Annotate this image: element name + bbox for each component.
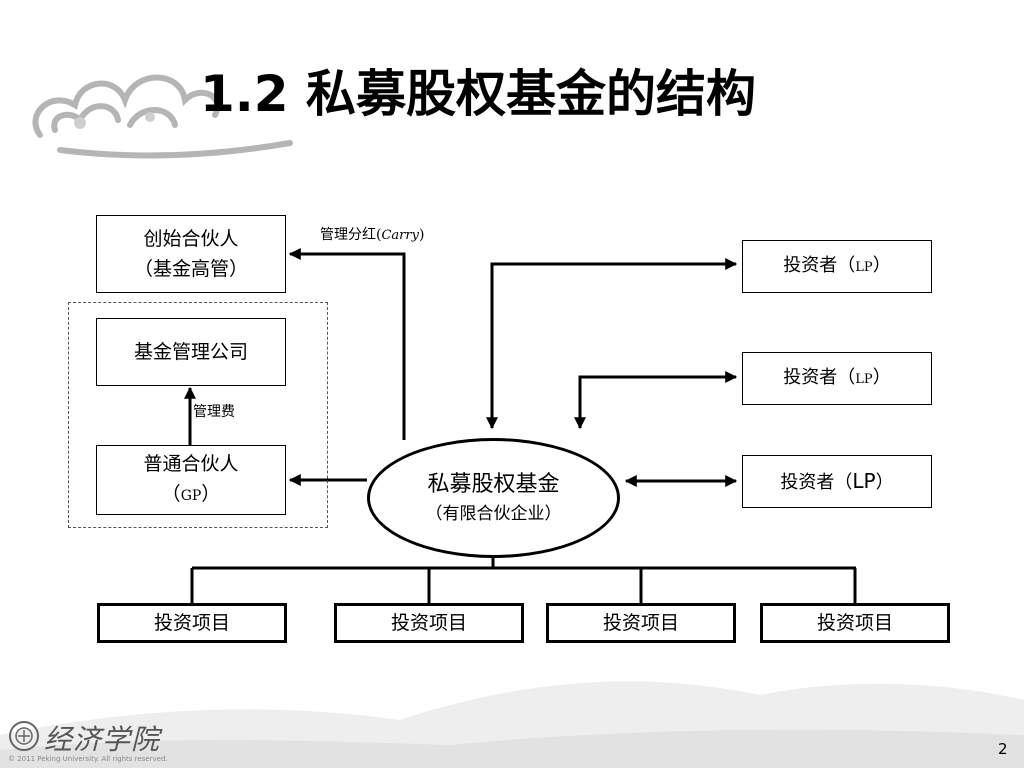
- project-box-3[interactable]: 投资项目: [546, 603, 736, 643]
- founders-line2: （基金高管）: [133, 258, 248, 280]
- carry-suffix: ): [418, 227, 425, 243]
- investor-box-2[interactable]: 投资者（LP）: [742, 352, 932, 405]
- gp-line2-prefix: （: [161, 483, 181, 505]
- gp-box[interactable]: 普通合伙人 （GP）: [96, 445, 286, 515]
- project-box-1[interactable]: 投资项目: [97, 603, 287, 643]
- investor-prefix: 投资者（: [780, 471, 853, 493]
- project-label: 投资项目: [602, 612, 679, 634]
- founders-line1: 创始合伙人: [143, 228, 239, 250]
- investor-suffix: ）: [875, 471, 894, 493]
- gp-group-boundary: [68, 302, 328, 528]
- investor-suffix: ）: [872, 254, 891, 276]
- investor-code: LP: [855, 371, 873, 387]
- slide-title: 1.2 私募股权基金的结构: [200, 65, 756, 123]
- carry-arrow: [288, 248, 406, 440]
- copyright-text: © 2011 Peking University. All rights res…: [8, 755, 168, 763]
- project-label: 投资项目: [390, 612, 467, 634]
- fund-oval[interactable]: 私募股权基金 （有限合伙企业）: [367, 438, 620, 558]
- carry-prefix: 管理分红(: [320, 227, 382, 243]
- fund-line1: 私募股权基金: [427, 472, 560, 497]
- investor-box-1[interactable]: 投资者（LP）: [742, 240, 932, 293]
- gp-line2-suffix: ）: [201, 483, 221, 505]
- carry-term: Carry: [381, 228, 419, 243]
- investor-box-3[interactable]: 投资者（LP）: [742, 455, 932, 508]
- gp-line1: 普通合伙人: [143, 453, 239, 475]
- investor-prefix: 投资者（: [783, 366, 856, 388]
- investor-label: 投资者（LP）: [780, 466, 893, 498]
- investor-code: LP: [855, 259, 873, 275]
- school-logo-text: 经济学院: [44, 723, 161, 756]
- gp-line2-code: GP: [180, 488, 202, 504]
- management-company-box[interactable]: 基金管理公司: [96, 318, 286, 386]
- investor-code: LP: [852, 468, 876, 493]
- cloud-decoration: [32, 74, 293, 159]
- investor1-arrow: [486, 258, 738, 430]
- project-box-4[interactable]: 投资项目: [760, 603, 950, 643]
- mountain-watermark: [0, 681, 1024, 768]
- gp-line2: （GP）: [162, 479, 221, 511]
- project-label: 投资项目: [153, 612, 230, 634]
- founders-box[interactable]: 创始合伙人 （基金高管）: [96, 215, 286, 293]
- project-box-2[interactable]: 投资项目: [334, 603, 524, 643]
- management-company-label: 基金管理公司: [133, 341, 248, 363]
- management-fee-label: 管理费: [193, 404, 235, 420]
- investor-prefix: 投资者（: [783, 254, 856, 276]
- investor-label: 投资者（LP）: [783, 363, 890, 395]
- project-label: 投资项目: [816, 612, 893, 634]
- carry-label: 管理分红(Carry): [320, 224, 424, 244]
- university-seal-icon: [9, 721, 39, 751]
- investor-label: 投资者（LP）: [783, 251, 890, 283]
- page-number: 2: [998, 740, 1008, 758]
- investor-suffix: ）: [872, 366, 891, 388]
- investor2-arrow: [574, 371, 738, 430]
- fund-line2: （有限合伙企业）: [425, 504, 562, 524]
